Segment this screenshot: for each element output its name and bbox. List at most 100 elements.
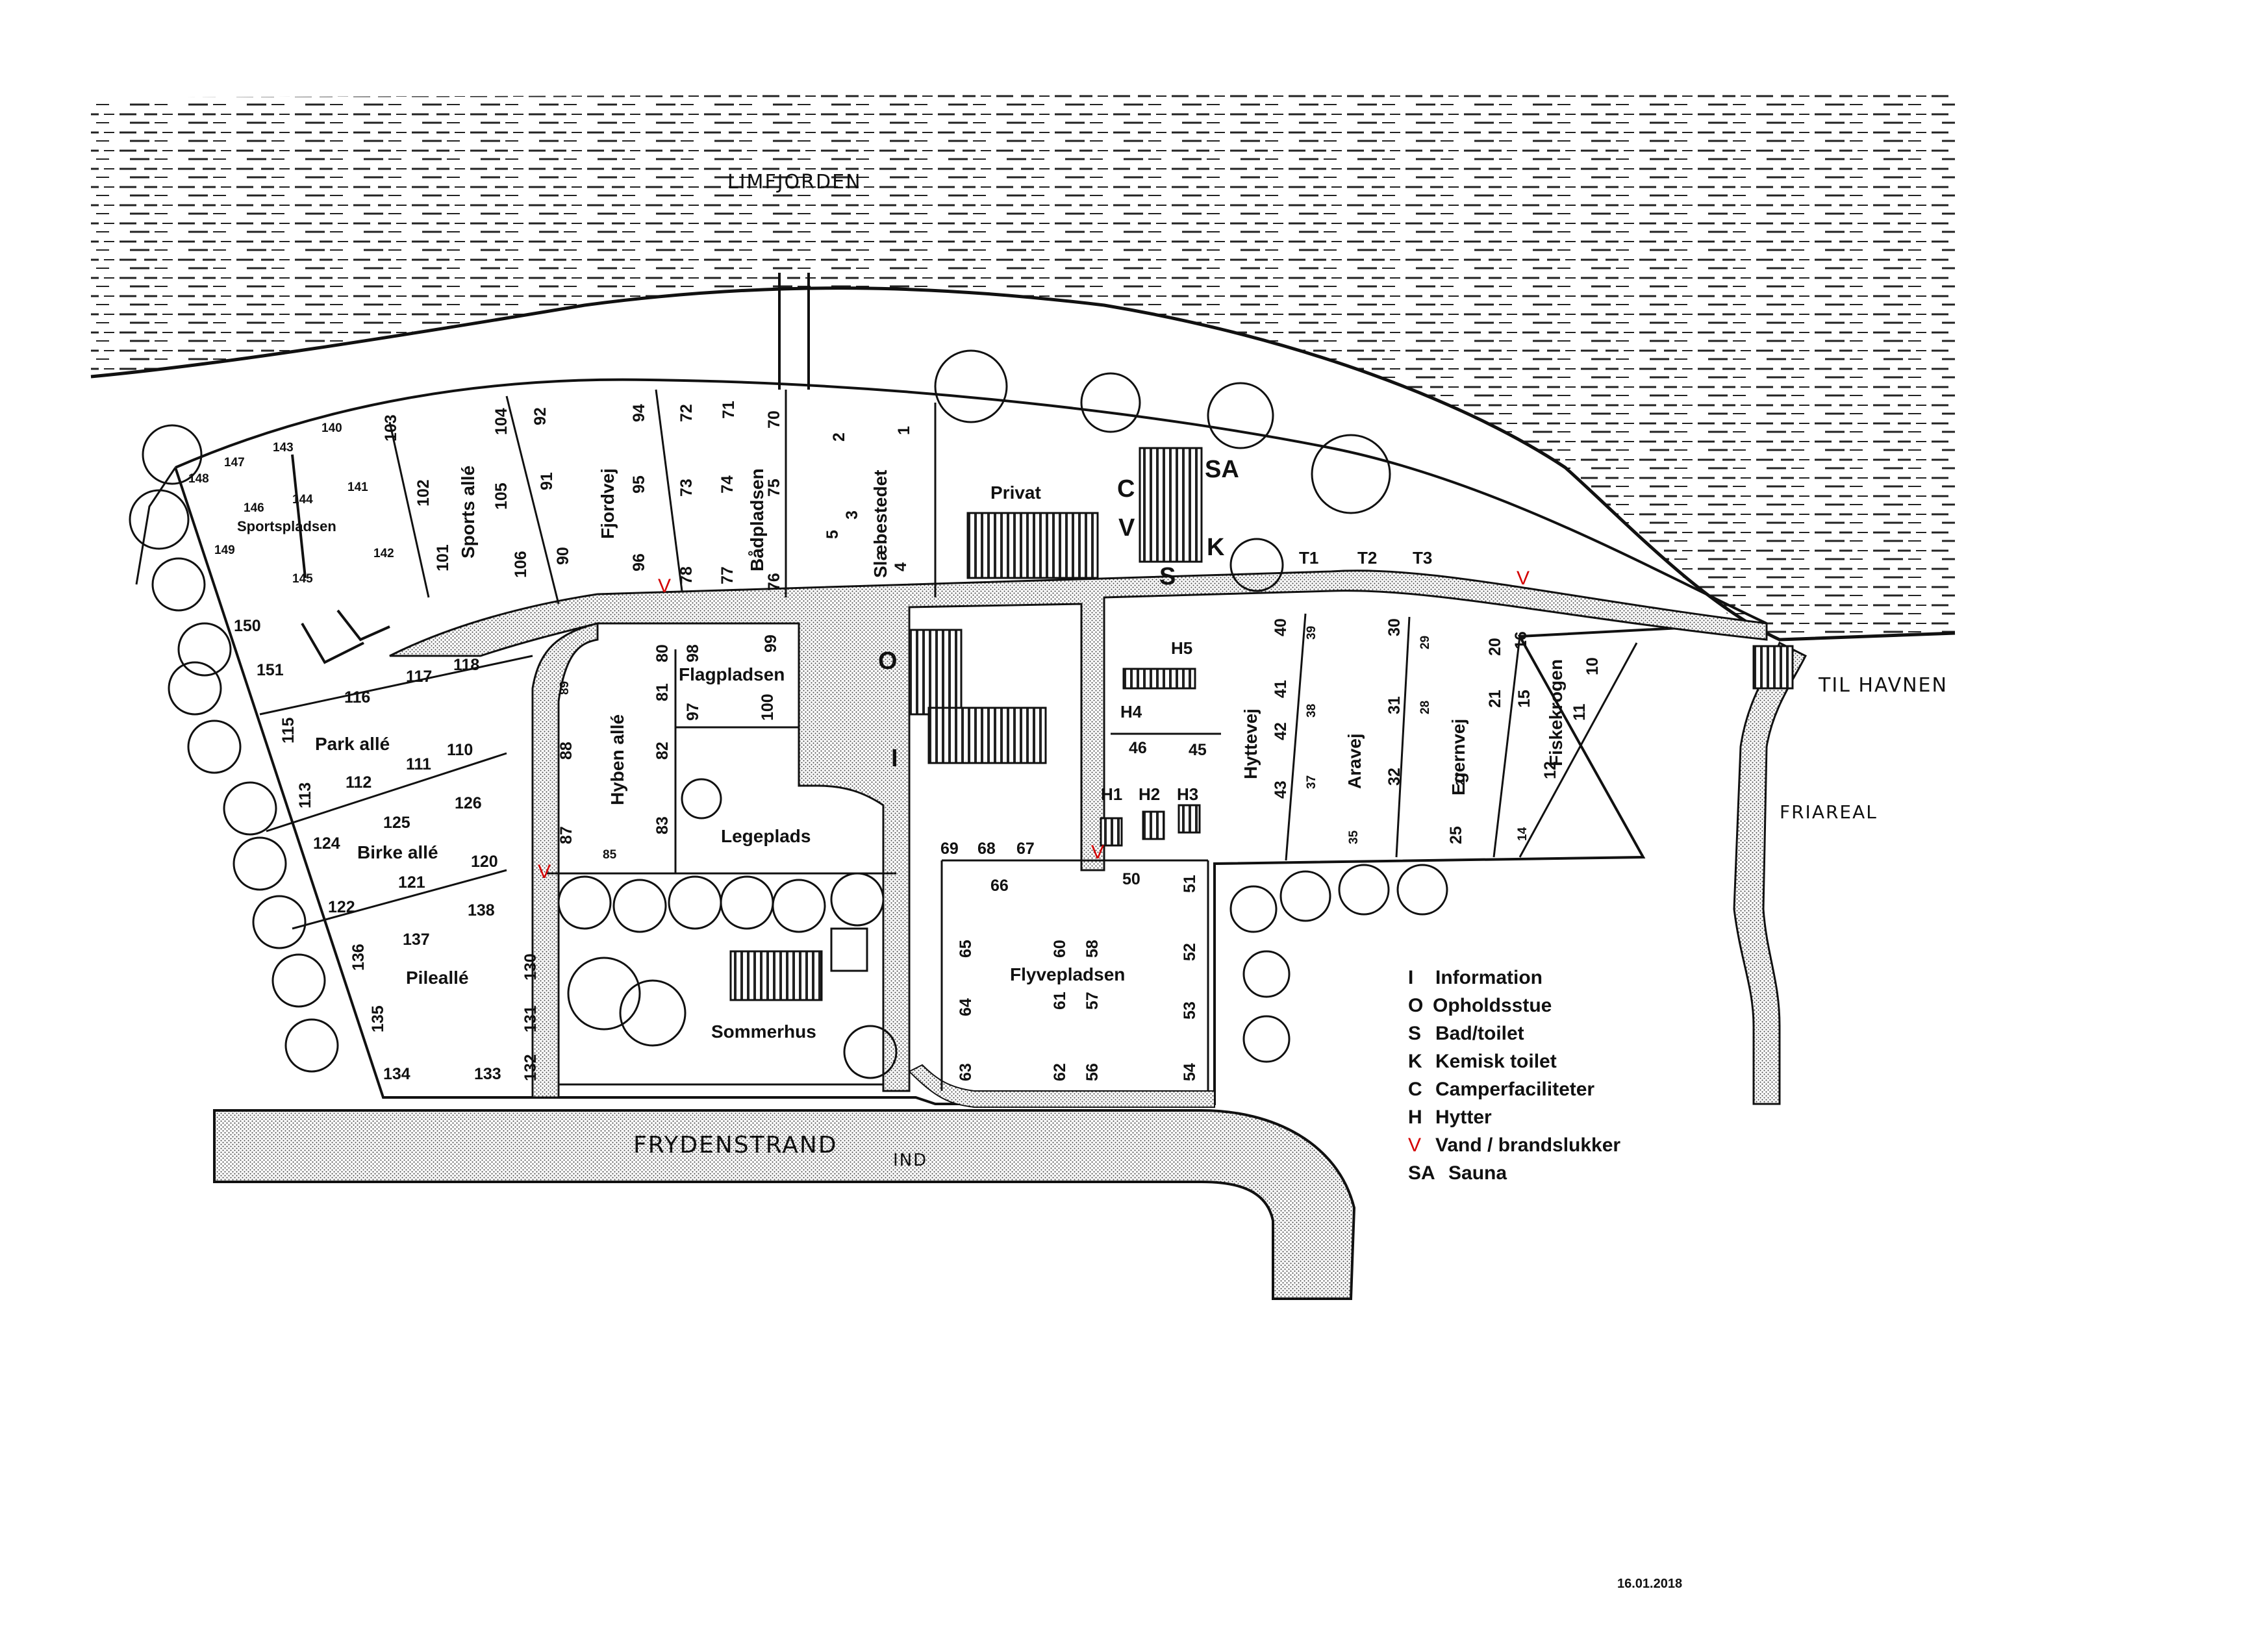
plot-number: 45	[1189, 741, 1207, 759]
facility-o: O	[878, 647, 898, 675]
legend-text: Hytter	[1435, 1107, 1492, 1128]
plot-number: 110	[447, 741, 473, 759]
facility-s: S	[1159, 563, 1176, 590]
plot-number: 132	[522, 1054, 540, 1081]
area-badpladsen: Bådpladsen	[747, 468, 767, 571]
plot-number: 61	[1051, 992, 1069, 1010]
legend-key: H	[1408, 1107, 1422, 1128]
main-path	[389, 569, 1768, 1092]
plot-number: 88	[557, 742, 575, 760]
harbour-label: TIL HAVNEN	[1818, 674, 1948, 697]
plot-number: 94	[630, 404, 648, 422]
plot-number: 72	[677, 404, 696, 422]
plot-number: 38	[1305, 704, 1318, 718]
plot-number: 89	[558, 681, 572, 695]
plot-number: 85	[603, 848, 617, 862]
hut-label-h3: H3	[1177, 784, 1198, 804]
area-fiskekrogen: Fiskekrogen	[1546, 659, 1566, 766]
plot-number: 141	[347, 481, 368, 494]
plot-number: 97	[684, 703, 702, 721]
plot-number: 60	[1051, 940, 1069, 958]
plot-number: 136	[349, 944, 368, 971]
plot-number: 51	[1181, 875, 1199, 893]
hut-h3	[1178, 804, 1201, 834]
plot-number: 1	[895, 426, 913, 435]
plot-number: 43	[1272, 781, 1290, 799]
plot-number: 142	[373, 547, 394, 560]
plot-number: 96	[630, 553, 648, 571]
plot-number: 35	[1347, 830, 1361, 844]
fjord-water	[91, 91, 1955, 640]
plot-number: 83	[653, 816, 672, 834]
plot-number: 50	[1122, 870, 1140, 888]
building-privat	[966, 512, 1099, 579]
entrance-label: IND	[893, 1151, 927, 1170]
path-to-harbour	[1733, 641, 1808, 1105]
building-opholdsstue	[908, 629, 963, 716]
legend-key: C	[1408, 1079, 1422, 1100]
plot-number: 11	[1570, 703, 1589, 721]
tent-t2: T2	[1357, 548, 1377, 568]
water-marker: V	[538, 861, 551, 882]
plot-number: 137	[403, 931, 430, 949]
road-frydenstrand	[213, 1109, 1356, 1300]
plot-number: 148	[188, 472, 209, 486]
area-privat: Privat	[990, 482, 1041, 503]
plot-number: 4	[892, 562, 910, 571]
hut-label-h1: H1	[1101, 784, 1122, 804]
plot-number: 42	[1272, 722, 1290, 740]
tent-t1: T1	[1299, 548, 1318, 568]
plot-number: 16	[1512, 631, 1530, 649]
area-sportspladsen: Sportspladsen	[237, 518, 336, 534]
plot-number: 31	[1385, 696, 1404, 714]
hut-label-h4: H4	[1120, 702, 1142, 721]
legend-key: S	[1408, 1023, 1421, 1044]
map-date: 16.01.2018	[1617, 1577, 1682, 1591]
water-marker: V	[1517, 568, 1530, 589]
plot-number: 120	[471, 853, 498, 871]
legend-key: K	[1408, 1051, 1422, 1072]
plot-number: 80	[653, 644, 672, 662]
legend-key: V	[1408, 1134, 1421, 1156]
area-hyttevej: Hyttevej	[1241, 708, 1261, 779]
facility-v: V	[1118, 514, 1135, 542]
plot-number: 21	[1486, 690, 1504, 708]
area-aravej: Aravej	[1344, 733, 1365, 789]
path-south-loop	[908, 1064, 1215, 1108]
plot-number: 2	[830, 432, 848, 442]
plot-number: 95	[630, 475, 648, 494]
plot-number: 57	[1083, 992, 1102, 1010]
plot-number: 25	[1447, 826, 1465, 844]
plot-number: 118	[453, 656, 479, 674]
plot-number: 91	[538, 472, 556, 490]
plot-number: 135	[369, 1005, 387, 1032]
plot-number: 147	[224, 456, 245, 469]
facility-c: C	[1117, 475, 1135, 503]
hut-h1	[1100, 817, 1123, 847]
plot-number: 115	[279, 718, 297, 744]
plot-number: 150	[234, 617, 261, 635]
area-park-alle: Park allé	[315, 734, 390, 754]
plot-number: 62	[1051, 1063, 1069, 1081]
plot-number: 69	[940, 840, 959, 858]
plot-number: 14	[1516, 827, 1530, 841]
plot-numbers: 1234510111214151620212527282930313235373…	[188, 401, 1602, 1083]
plot-number: 15	[1515, 690, 1533, 708]
plot-number: 75	[765, 479, 783, 497]
plot-number: 70	[765, 410, 783, 429]
plot-number: 103	[382, 414, 400, 442]
building-sommerhus-annex	[830, 927, 868, 972]
sports-court	[291, 454, 390, 664]
plot-number: 92	[531, 407, 549, 425]
shoreline	[90, 286, 1956, 642]
plot-number: 106	[512, 551, 530, 578]
facility-i: I	[891, 745, 898, 772]
legend-key: I	[1408, 967, 1413, 988]
bridge	[1752, 645, 1794, 690]
area-egernvej: Egernvej	[1448, 719, 1468, 795]
trees	[129, 349, 1448, 1079]
area-flyvepladsen: Flyvepladsen	[1010, 964, 1125, 984]
plot-number: 10	[1583, 657, 1602, 675]
plot-number: 144	[292, 493, 313, 507]
